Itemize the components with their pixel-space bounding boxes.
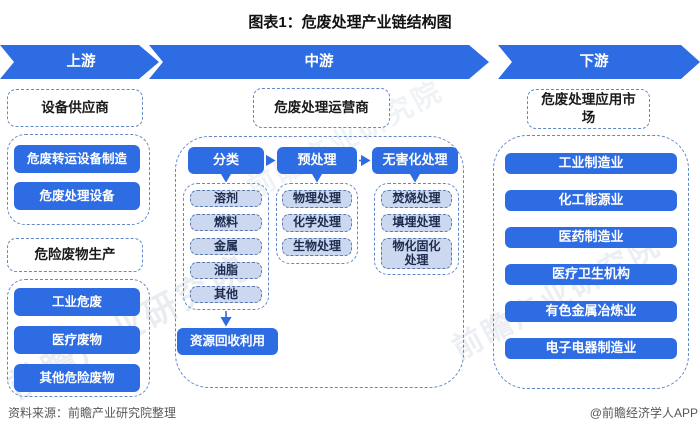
application-market-header-text: 危废处理应用市场 [541,92,636,125]
classification-item: 其他 [190,286,262,303]
operators-group [175,136,464,388]
market-item: 化工能源业 [505,190,677,211]
harmless-item: 物化固化处理 [381,238,452,269]
classification-item: 溶剂 [190,190,262,207]
waste-producers-header: 危险废物生产 [7,238,143,272]
market-item: 有色金属冶炼业 [505,301,677,322]
pretreatment-subgroup [276,183,358,264]
banner-chevrons [0,45,700,79]
market-item: 医疗卫生机构 [505,264,677,285]
supplier-item: 危废处理设备 [14,182,140,210]
page-title: 图表1：危废处理产业链结构图 [248,14,452,31]
market-item: 医药制造业 [505,227,677,248]
pretreatment-item: 化学处理 [282,214,352,232]
classification-item: 燃料 [190,214,262,231]
stage-harmless-treatment: 无害化处理 [372,147,458,174]
pretreatment-item: 物理处理 [282,190,352,208]
waste-producers-group [7,279,150,397]
upstream-chevron [0,45,159,79]
downstream-chevron [498,45,700,79]
classification-item: 金属 [190,238,262,255]
resource-recycling-button: 资源回收利用 [177,328,278,355]
classification-subgroup [183,183,269,310]
producer-item: 其他危险废物 [14,364,140,392]
stage-pretreatment: 预处理 [277,147,357,174]
harmless-subgroup [374,183,459,275]
harmless-item: 填埋处理 [381,214,452,232]
credit-note: @前瞻经济学人APP [589,406,698,420]
stage-classification: 分类 [188,147,264,174]
market-item: 电子电器制造业 [505,338,677,359]
supplier-item: 危废转运设备制造 [14,145,140,173]
equipment-suppliers-header: 设备供应商 [7,89,143,127]
equipment-suppliers-group [7,134,150,225]
classification-item: 油脂 [190,262,262,279]
operators-header: 危废处理运营商 [253,88,390,128]
market-item: 工业制造业 [505,153,677,174]
producer-item: 工业危废 [14,288,140,316]
producer-item: 医疗废物 [14,326,140,354]
application-market-header: 危废处理应用市场 [527,89,650,129]
midstream-chevron [149,45,489,79]
source-note: 资料来源：前瞻产业研究院整理 [8,406,177,420]
application-market-group [493,135,689,389]
banner-label-midstream: 中游 [304,54,334,70]
harmless-item: 焚烧处理 [381,190,452,208]
pretreatment-item: 生物处理 [282,238,352,256]
banner-label-downstream: 下游 [579,54,609,70]
banner-label-upstream: 上游 [66,54,96,70]
